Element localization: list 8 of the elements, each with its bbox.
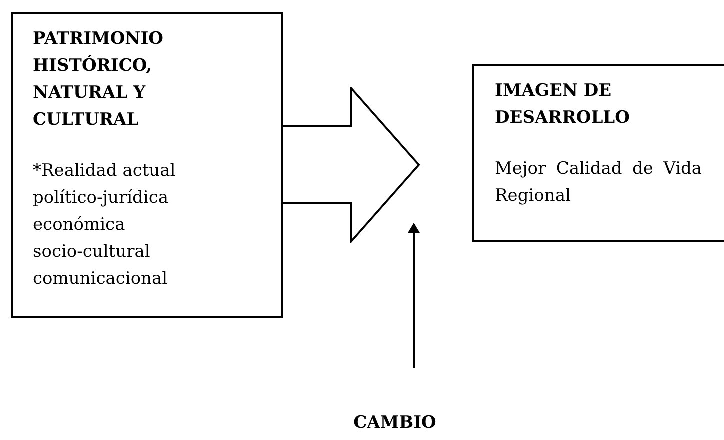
box-heading: PATRIMONIO HISTÓRICO, NATURAL Y CULTURAL — [33, 28, 164, 132]
box-body: *Realidad actual político-jurídica económica socio-cultural comunicacional — [33, 160, 177, 291]
text-box — [472, 64, 724, 242]
box-heading: IMAGEN DE DESARROLLO — [495, 80, 631, 130]
box-body: Mejor Calidad de Vida Regional — [495, 158, 702, 208]
arrow — [408, 223, 420, 368]
text-box — [11, 12, 283, 318]
box-heading: CAMBIO — [352, 412, 438, 435]
